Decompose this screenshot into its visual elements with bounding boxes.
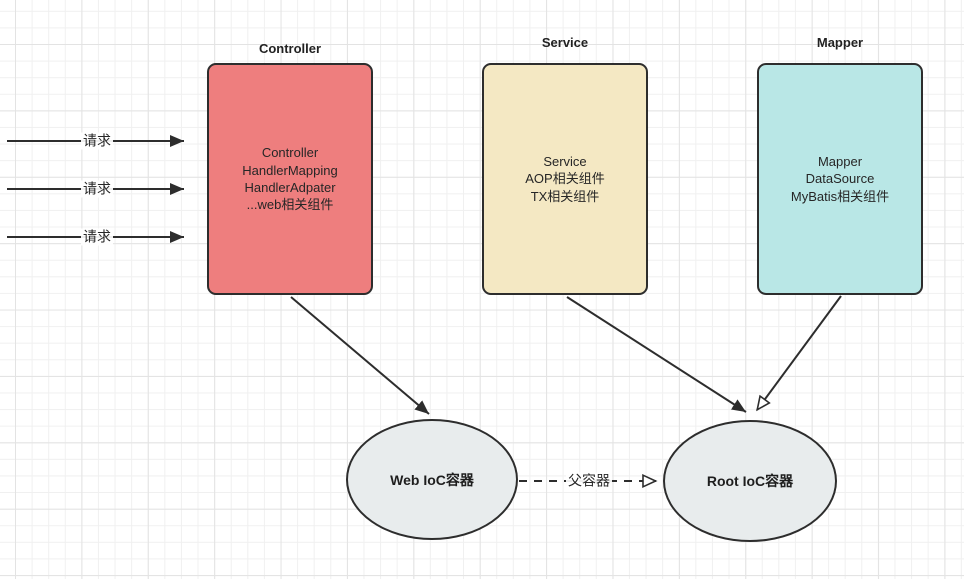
web-ioc-container-label: Web IoC容器 — [390, 471, 474, 488]
box-text-line: DataSource — [805, 171, 875, 187]
service-box[interactable]: Service AOP相关组件 TX相关组件 — [482, 63, 648, 295]
service-box-title[interactable]: Service — [541, 35, 589, 50]
controller-box-text: Controller HandlerMapping HandlerAdpater… — [242, 144, 337, 214]
mapper-box-text: Mapper DataSource MyBatis相关组件 — [791, 153, 889, 205]
root-ioc-container-ellipse[interactable]: Root IoC容器 — [663, 420, 837, 542]
request-label-3[interactable]: 请求 — [81, 228, 113, 246]
mapper-box[interactable]: Mapper DataSource MyBatis相关组件 — [757, 63, 923, 295]
request-label-1[interactable]: 请求 — [81, 132, 113, 150]
box-text-line: MyBatis相关组件 — [790, 188, 890, 204]
box-text-line: TX相关组件 — [530, 188, 600, 204]
service-box-text: Service AOP相关组件 TX相关组件 — [525, 153, 604, 205]
root-ioc-container-label: Root IoC容器 — [706, 473, 794, 489]
box-text-line: Service — [543, 153, 587, 169]
web-ioc-container-ellipse[interactable]: Web IoC容器 — [346, 419, 518, 540]
request-label-2[interactable]: 请求 — [81, 180, 113, 198]
edge-controller-to-web-ioc[interactable] — [290, 296, 430, 415]
box-text-line: HandlerAdpater — [244, 180, 336, 195]
controller-box[interactable]: Controller HandlerMapping HandlerAdpater… — [207, 63, 373, 295]
edge-mapper-to-root-ioc[interactable] — [757, 295, 842, 410]
box-text-line: Mapper — [817, 153, 863, 169]
box-text-line: ...web相关组件 — [246, 197, 334, 213]
mapper-box-title[interactable]: Mapper — [816, 35, 864, 50]
controller-box-title[interactable]: Controller — [258, 41, 322, 56]
parent-container-edge-label[interactable]: 父容器 — [566, 472, 612, 490]
edge-service-to-root-ioc[interactable] — [566, 296, 747, 413]
box-text-line: Controller — [261, 145, 319, 161]
box-text-line: AOP相关组件 — [525, 171, 605, 187]
box-text-line: HandlerMapping — [242, 162, 338, 178]
